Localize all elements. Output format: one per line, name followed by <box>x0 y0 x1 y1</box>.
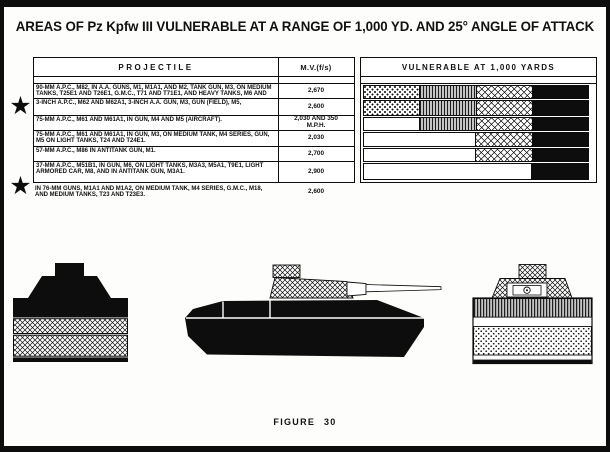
muzzle-velocity-cell: 2,670 <box>308 86 324 94</box>
vuln-segment-vlines <box>419 118 476 130</box>
projectile-cell: 57-MM A.P.C., M86 IN ANTITANK GUN, M1. <box>36 148 156 154</box>
muzzle-velocity-cell: 2,700 <box>308 149 324 157</box>
vuln-segment-vlines <box>419 101 476 115</box>
table-body: 90-MM A.P.C., M82, IN A.A. GUNS, M1, M1A… <box>34 84 354 182</box>
projectile-row-2: 3-INCH A.P.C., M62 AND M62A1, 3-INCH A.A… <box>34 99 354 116</box>
footnote-projectile-cell: IN 76-MM GUNS, M1A1 AND M1A2, ON MEDIUM … <box>35 186 263 199</box>
vuln-segment-vlines <box>419 86 476 98</box>
star-marker-row2: ★ <box>9 91 32 120</box>
gun-barrel <box>365 284 442 293</box>
vuln-segment-none <box>364 118 420 130</box>
table-spacer-row <box>34 77 354 84</box>
vuln-segment-cross <box>475 133 532 146</box>
vulnerability-bar-row-4 <box>363 132 589 147</box>
tank-side-view-diagram <box>185 264 442 357</box>
side-turret <box>269 277 354 299</box>
vuln-segment-cross <box>475 149 532 161</box>
vuln-segment-black <box>531 118 588 130</box>
vuln-segment-cross <box>475 86 532 98</box>
rear-cupola <box>518 264 547 279</box>
tank-diagrams <box>13 263 593 365</box>
projectile-row-4: 75-MM A.P.C., M61 AND M61A1, IN GUN, M3,… <box>34 131 354 147</box>
hull-panel-lines <box>222 300 271 318</box>
tank-rear-view-diagram <box>472 264 593 365</box>
vuln-segment-black <box>531 149 588 161</box>
vuln-segment-none <box>364 164 532 179</box>
vuln-segment-cross <box>475 118 532 130</box>
projectile-cell: 90-MM A.P.C., M82, IN A.A. GUNS, M1, M1A… <box>36 85 272 98</box>
gun-mantlet <box>346 281 367 297</box>
tank-front-view-diagram <box>13 263 128 362</box>
vuln-segment-black <box>531 164 588 179</box>
chart-body <box>361 84 596 182</box>
rear-hull-bottom-strip <box>473 359 592 364</box>
footnote-row: IN 76-MM GUNS, M1A1 AND M1A2, ON MEDIUM … <box>33 185 355 199</box>
vulnerability-bar-row-3 <box>363 117 589 131</box>
vuln-segment-black <box>531 101 588 115</box>
rear-hatch-inner <box>512 285 542 296</box>
vulnerability-bar-row-6 <box>363 163 589 180</box>
projectile-cell: 75-MM A.P.C., M61 AND M61A1, IN GUN, M4 … <box>36 117 222 123</box>
table-column-divider <box>278 58 279 182</box>
vuln-segment-dots <box>364 86 420 98</box>
vulnerability-bar-row-1 <box>363 85 589 99</box>
vulnerability-chart-header: VULNERABLE AT 1,000 YARDS <box>361 58 596 77</box>
projectile-column-header: PROJECTILE <box>118 62 194 72</box>
vulnerability-bar-row-2 <box>363 100 589 116</box>
projectile-row-5: 57-MM A.P.C., M86 IN ANTITANK GUN, M1. 2,… <box>34 147 354 162</box>
vuln-segment-dots <box>364 101 420 115</box>
rear-mg-dot <box>526 289 528 292</box>
front-turret <box>28 276 111 298</box>
front-hull-bottom-strip <box>13 357 128 362</box>
vuln-segment-black <box>531 86 588 98</box>
muzzle-velocity-cell: 2,900 <box>308 167 324 175</box>
star-marker-footnote: ★ <box>9 171 32 200</box>
side-hull <box>185 300 424 357</box>
figure-caption: FIGURE 30 <box>273 417 337 427</box>
front-cupola <box>55 263 84 277</box>
muzzle-velocity-cell: 2,030 AND 350 M.P.H. <box>294 115 338 129</box>
projectile-table: PROJECTILE M.V.(f/s) 90-MM A.P.C., M82, … <box>33 57 355 183</box>
rear-hull-dots-band <box>473 326 592 356</box>
rear-hull-vlines-band <box>473 298 592 318</box>
projectile-cell: 37-MM A.P.C., M51B1, IN GUN, M6, ON LIGH… <box>36 163 264 176</box>
vuln-segment-none <box>364 133 475 146</box>
chart-spacer-row <box>361 77 596 84</box>
vuln-segment-cross <box>475 101 532 115</box>
vulnerability-bar-row-5 <box>363 148 589 162</box>
projectile-row-6: 37-MM A.P.C., M51B1, IN GUN, M6, ON LIGH… <box>34 162 354 182</box>
vulnerability-chart: VULNERABLE AT 1,000 YARDS <box>360 57 597 183</box>
table-header-row: PROJECTILE M.V.(f/s) <box>34 58 354 77</box>
front-hull-top-band <box>13 298 128 318</box>
projectile-cell: 3-INCH A.P.C., M62 AND M62A1, 3-INCH A.A… <box>36 100 242 106</box>
figure-title: AREAS OF Pz Kpfw III VULNERABLE AT A RAN… <box>15 18 595 34</box>
muzzle-velocity-cell: 2,600 <box>308 102 324 110</box>
front-hull-crosshatch-band-2 <box>13 334 128 357</box>
footnote-mv-cell: 2,600 <box>308 188 324 196</box>
vuln-segment-black <box>531 133 588 146</box>
front-hull-crosshatch-band-1 <box>13 318 128 335</box>
muzzle-velocity-column-header: M.V.(f/s) <box>300 62 332 72</box>
vuln-segment-none <box>364 149 475 161</box>
projectile-cell: 75-MM A.P.C., M61 AND M61A1, IN GUN, M3,… <box>36 132 270 145</box>
side-cupola <box>272 264 301 278</box>
projectile-row-3: 75-MM A.P.C., M61 AND M61A1, IN GUN, M4 … <box>34 116 354 131</box>
projectile-row-1: 90-MM A.P.C., M82, IN A.A. GUNS, M1, M1A… <box>34 84 354 99</box>
muzzle-velocity-cell: 2,030 <box>308 134 324 142</box>
